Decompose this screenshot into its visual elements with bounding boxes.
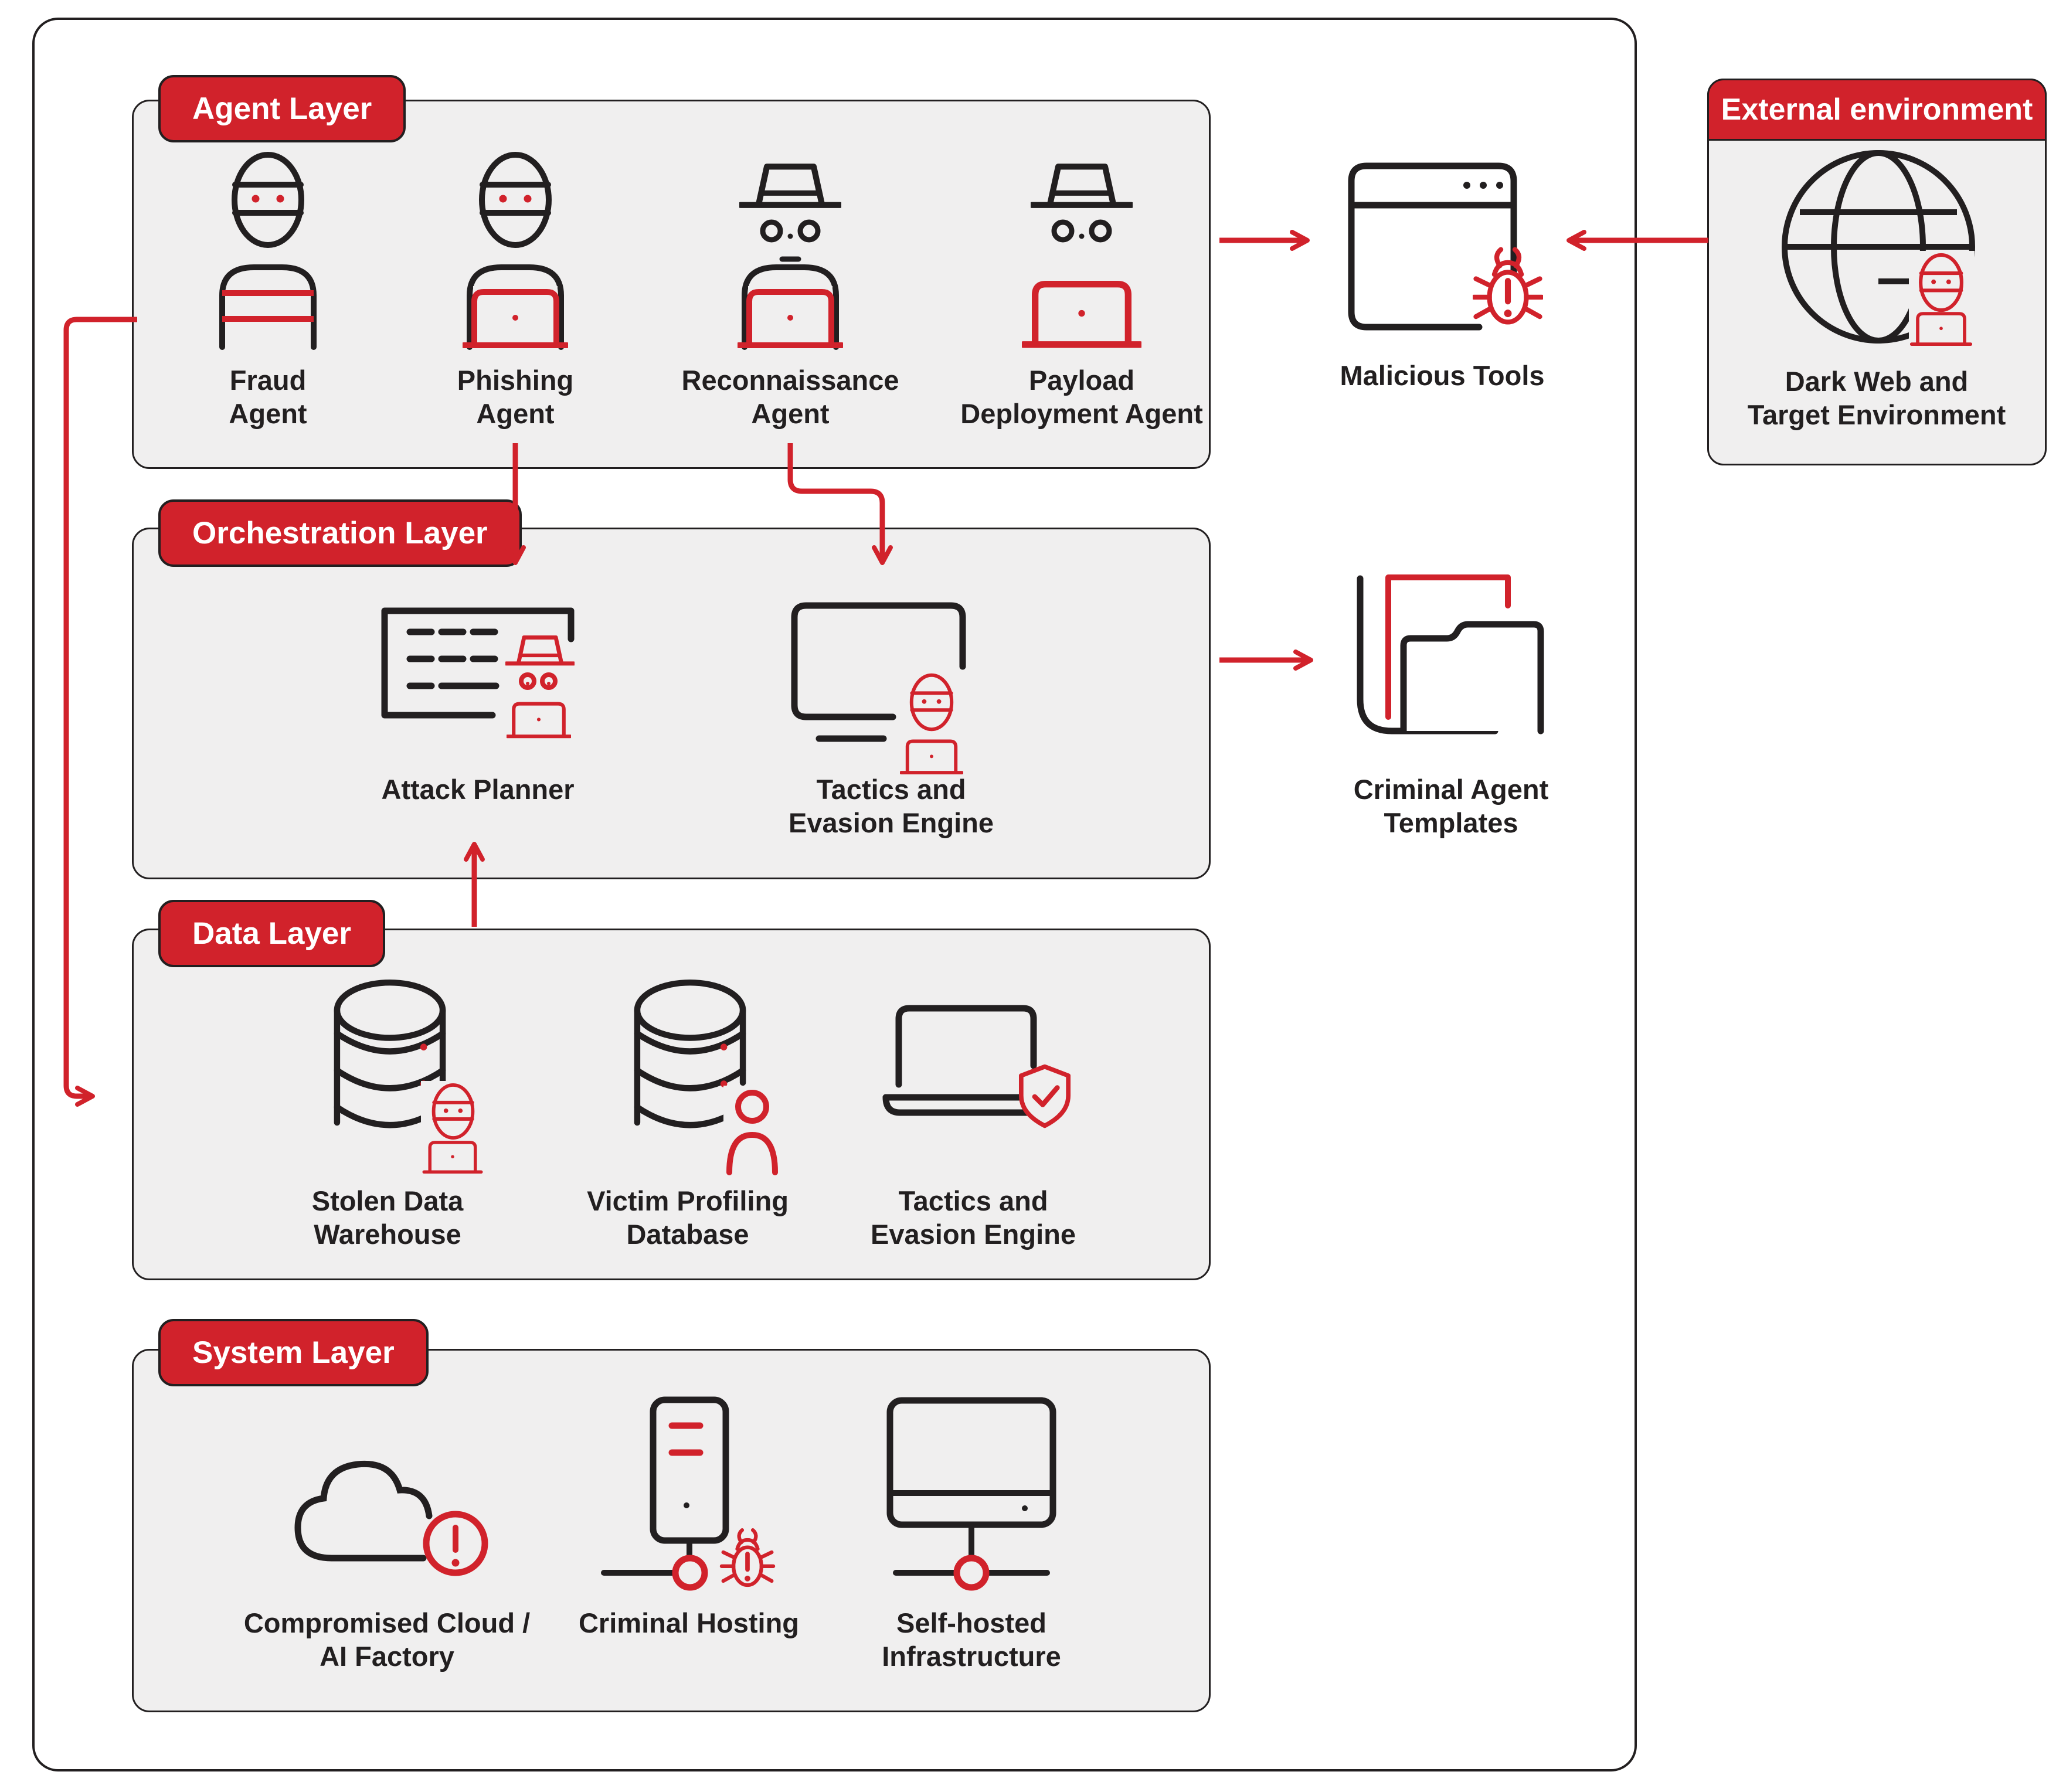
victim-profiling-database-label: Victim Profiling Database (587, 1184, 789, 1252)
label-line: Templates (1384, 807, 1518, 839)
label-line: Deployment Agent (960, 398, 1203, 430)
payload-deployment-agent-label: Payload Deployment Agent (960, 363, 1202, 431)
orchestration-layer-panel (132, 528, 1211, 879)
label-line: Evasion Engine (871, 1219, 1076, 1250)
attack-planner-label: Attack Planner (381, 773, 574, 806)
external-environment-header: External environment (1707, 79, 2047, 141)
globe-hacker-icon (1782, 150, 1975, 346)
label-line: Dark Web and (1785, 366, 1969, 397)
fraud-agent-label: Fraud Agent (229, 363, 307, 431)
label-line: Phishing (457, 365, 574, 396)
tactics-evasion-engine-data-label: Tactics and Evasion Engine (871, 1184, 1076, 1252)
phishing-agent-label: Phishing Agent (457, 363, 573, 431)
label-line: Attack Planner (381, 774, 575, 805)
compromised-cloud-ai-factory-label: Compromised Cloud / AI Factory (244, 1606, 530, 1674)
label-line: Tactics and (816, 774, 966, 805)
monitor-hacker-icon (791, 602, 974, 793)
reconnaissance-agent-label: Reconnaissance Agent (682, 363, 899, 431)
stolen-data-warehouse-label: Stolen Data Warehouse (312, 1184, 464, 1252)
database-hacker-icon (320, 974, 488, 1174)
monitor-network-icon (886, 1397, 1056, 1591)
system-layer-panel (132, 1349, 1211, 1712)
label-line: Tactics and (898, 1185, 1048, 1216)
orchestration-layer-badge: Orchestration Layer (158, 499, 522, 567)
label-line: Criminal Hosting (578, 1607, 800, 1638)
document-folder-icon (1357, 574, 1544, 735)
cloud-alert-icon (294, 1460, 488, 1576)
data-layer-badge: Data Layer (158, 900, 386, 967)
dark-web-target-environment-label: Dark Web and Target Environment (1748, 365, 2006, 432)
server-bug-icon (601, 1396, 784, 1591)
browser-bug-icon (1348, 162, 1554, 331)
laptop-shield-icon (882, 1005, 1076, 1137)
attack-plan-board-icon (381, 607, 580, 742)
label-line: Agent (476, 398, 555, 430)
database-person-icon (620, 974, 784, 1175)
label-line: Agent (229, 398, 307, 430)
spy-hat-red-laptop-icon (994, 145, 1170, 351)
label-line: Reconnaissance (681, 365, 899, 396)
criminal-agent-templates-label: Criminal Agent Templates (1354, 773, 1549, 840)
label-line: Payload (1028, 365, 1135, 396)
criminal-hosting-label: Criminal Hosting (579, 1606, 799, 1640)
label-line: Target Environment (1747, 399, 2006, 431)
malicious-tools-label: Malicious Tools (1340, 359, 1544, 392)
label-line: Criminal Agent (1353, 774, 1549, 805)
label-line: Stolen Data (311, 1185, 464, 1216)
label-line: Fraud (229, 365, 307, 396)
label-line: Evasion Engine (789, 807, 994, 839)
label-line: Compromised Cloud / (243, 1607, 531, 1638)
system-layer-badge: System Layer (158, 1319, 429, 1386)
masked-hacker-laptop-icon (427, 145, 603, 350)
label-line: Agent (751, 398, 830, 430)
label-line: AI Factory (320, 1641, 454, 1672)
self-hosted-infrastructure-label: Self-hosted Infrastructure (882, 1606, 1061, 1674)
label-line: Victim Profiling (587, 1185, 789, 1216)
agent-layer-badge: Agent Layer (158, 75, 406, 142)
label-line: Warehouse (314, 1219, 461, 1250)
diagram-outer-border (32, 18, 1637, 1771)
label-line: Malicious Tools (1340, 360, 1545, 391)
spy-hat-laptop-icon (702, 145, 878, 350)
label-line: Infrastructure (882, 1641, 1061, 1672)
tactics-evasion-engine-orchestration-label: Tactics and Evasion Engine (789, 773, 994, 840)
label-line: Self-hosted (896, 1607, 1046, 1638)
label-line: Database (626, 1219, 749, 1250)
masked-fraudster-icon (219, 145, 317, 350)
external-environment-panel: External environment (1707, 79, 2047, 465)
